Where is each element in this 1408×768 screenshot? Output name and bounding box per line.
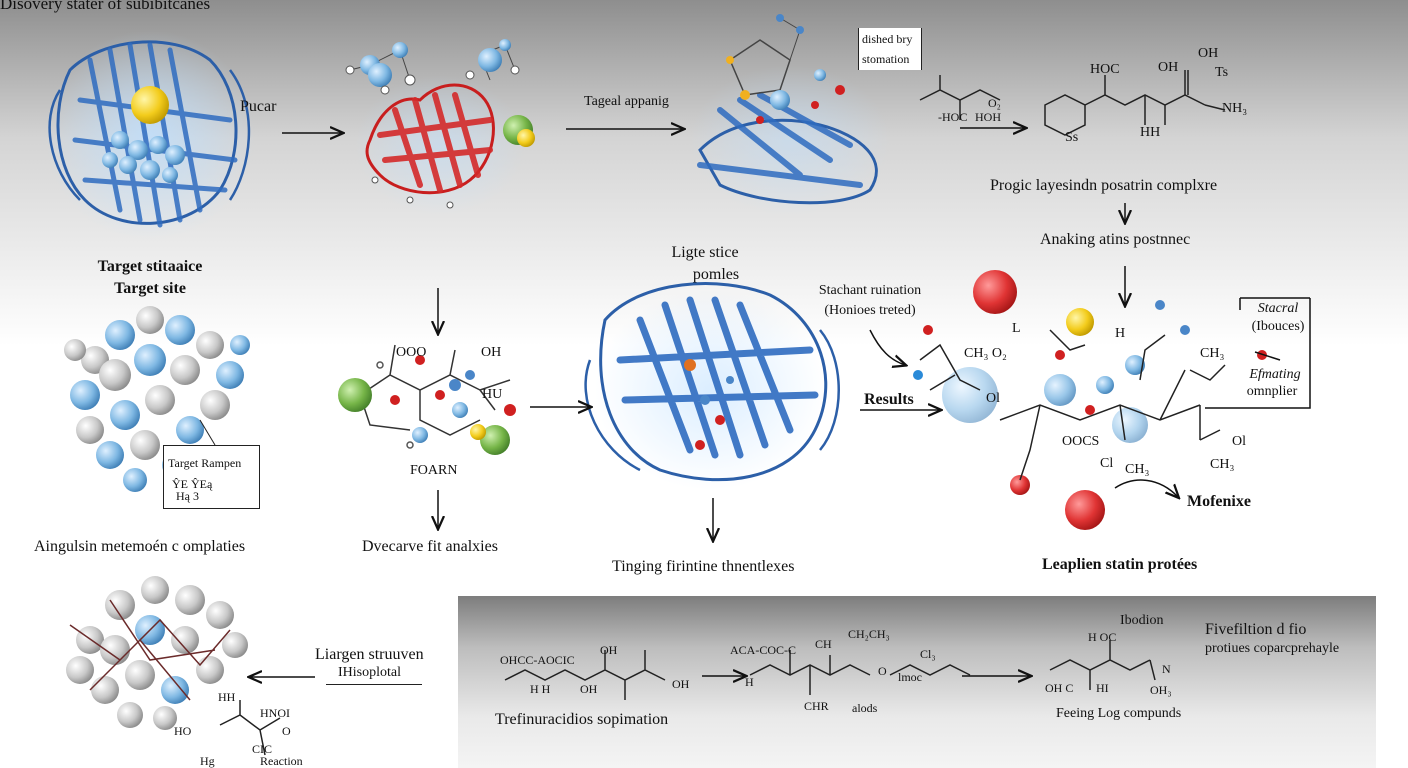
atom-hi: HI [1096, 681, 1109, 695]
atom-cl: Cl [1100, 456, 1114, 471]
label-progic: Progic layesindn posatrin complxre [990, 177, 1218, 194]
atom-oho: OH C [1045, 681, 1074, 695]
label-stachant-1: Stachant ruination [818, 283, 922, 298]
label-efmating-2: omnplier [1246, 384, 1298, 399]
atom-oh3: OH [580, 682, 598, 696]
atom-o: O [878, 664, 887, 678]
atom-n2: N [1162, 662, 1171, 676]
label-target-2: Target site [114, 280, 186, 297]
atom-oh4: OH [672, 677, 690, 691]
atom-hu: HU [482, 387, 503, 402]
atom-chch3: CH₂CH₃ [848, 627, 890, 641]
atom-h-right: H [1115, 326, 1126, 341]
protein-structure-red [355, 75, 535, 215]
atom-ooo: OOO [396, 345, 427, 360]
atom-ol-right: Ol [1232, 434, 1246, 449]
atom-ohcc: OHCC-AOCIC [500, 653, 575, 667]
protein-structure-bottom-left [66, 576, 248, 730]
atom-alods: alods [852, 701, 878, 715]
atom-ch3o: CH₃ O₂ [964, 346, 1007, 361]
flow-arrows [250, 128, 1311, 677]
label-target-rampen-chem: ŶE ŶEą [172, 477, 213, 491]
label-results: Results [864, 391, 914, 408]
atom-hh3: HH [218, 690, 236, 704]
label-liargen-1: Liargen struuven [315, 646, 424, 663]
atom-hoc: HOC [1090, 62, 1120, 77]
label-ligte-2: pomles [692, 266, 740, 283]
atom-chr: CHR [804, 699, 829, 713]
label-anaking: Anaking atins postnnec [1040, 231, 1191, 248]
protein-ligand-complex-right [913, 270, 1267, 530]
dished-box [858, 28, 922, 70]
atom-ohb: OH [600, 643, 618, 657]
atom-l: L [1012, 321, 1021, 336]
atom-ho: HO [174, 724, 192, 738]
label-mofenixe: Mofenixe [1187, 493, 1251, 510]
atom-hoc2: -HOC [938, 110, 968, 124]
atom-hoh: HOH [975, 110, 1001, 124]
atom-lmoc: lmoc [898, 670, 922, 684]
label-foarn: FOARN [410, 463, 458, 478]
atom-ol: Ol [986, 391, 1000, 406]
label-efmating-1: Efmating [1249, 367, 1301, 382]
atom-ts: Ts [1215, 65, 1229, 80]
atom-ac: ACA-COC-C [730, 643, 797, 657]
protein-structure-target [45, 30, 255, 240]
label-dvecarve: Dvecarve fit analxies [362, 538, 498, 555]
ligand-cluster-top [345, 39, 520, 95]
molecule-network [338, 344, 516, 455]
atom-oh-top: OH [1158, 60, 1179, 75]
protein-structure-center [584, 282, 840, 490]
label-leaplien: Leaplien statin protées [1042, 556, 1198, 573]
atom-hh: HH [1140, 125, 1161, 140]
atom-oh-mid: OH [481, 345, 502, 360]
atom-oocs: OOCS [1062, 434, 1100, 449]
label-trefinurac: Trefinuracidios sopimation [495, 711, 669, 728]
chemical-structure-top-right [919, 70, 1226, 136]
label-tageal: Tageal appanig [584, 94, 669, 109]
atom-hh2: H H [530, 682, 551, 696]
atom-oci: CIC [252, 742, 273, 756]
atom-nh: NH₃ [1222, 101, 1248, 116]
atom-ch2: CH₃ [1125, 462, 1150, 477]
atom-ch: CH [815, 637, 832, 651]
atom-oc: O₂ [988, 96, 1001, 110]
atom-oh-top-2: OH [1198, 46, 1219, 61]
target-site-protein [64, 306, 250, 492]
atom-ch3-right: CH₃ [1200, 346, 1225, 361]
label-liargen-2: IHisoplotal [338, 665, 401, 680]
label-stachant-2: (Honioes treted) [824, 303, 916, 318]
atom-reaction: Reaction [260, 754, 303, 768]
label-fivefiltion-2: protiues coparcprehayle [1205, 641, 1340, 656]
atom-hg: Hg [200, 754, 215, 768]
label-stacral-2: (Ibouces) [1251, 319, 1305, 334]
atom-cl3: Cl₃ [920, 647, 936, 661]
label-feeing: Feeing Log compunds [1056, 706, 1182, 721]
atom-hoc3: H OC [1088, 630, 1117, 644]
atom-hnoi: HNOI [260, 706, 290, 720]
label-target-1: Target stitaaice [97, 258, 203, 275]
label-aingulsin: Aingulsin metemoén c omplaties [34, 538, 246, 555]
target-rampen-box [163, 445, 260, 509]
liargen-box [326, 642, 422, 685]
label-tinging: Tinging firintine thnentlexes [612, 558, 795, 575]
atom-h2: H [745, 675, 754, 689]
label-dished-1: dished bry [862, 32, 913, 46]
page-title: Disovery stater of subibitcanes [0, 0, 211, 13]
label-target-rampen: Target Rampen [168, 456, 242, 470]
label-ligte-1: Ligte stice [671, 244, 739, 261]
label-target-rampen-chem-2: Hą 3 [176, 489, 199, 503]
label-fivefiltion-1: Fivefiltion d fio [1205, 621, 1307, 638]
label-pucar: Pucar [240, 98, 277, 115]
label-ibodion: Ibodion [1120, 613, 1164, 628]
atom-o2: O [282, 724, 291, 738]
protein-ligand-complex-top [690, 14, 890, 215]
atom-ss: Ss [1065, 130, 1079, 145]
label-dished-2: stomation [862, 52, 910, 66]
atom-ohs: OH₃ [1150, 683, 1172, 697]
atom-ch3b: CH₃ [1210, 457, 1235, 472]
label-stacral-1: Stacral [1257, 301, 1299, 316]
